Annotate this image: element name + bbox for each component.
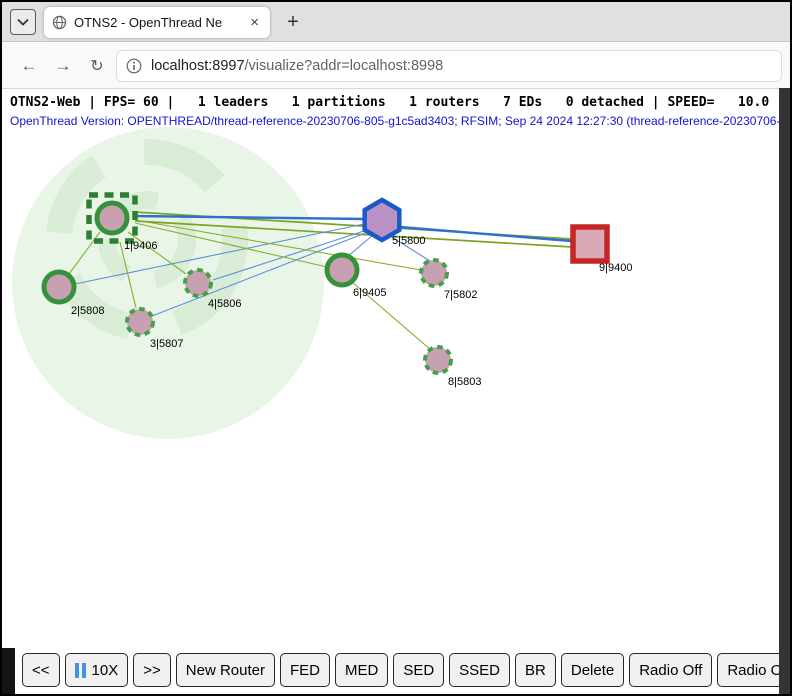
simulation-toolbar: << 10X >> New Router FED MED SED SSED BR… <box>22 653 790 687</box>
delete-button[interactable]: Delete <box>560 653 625 687</box>
edge <box>151 231 369 317</box>
forward-button[interactable]: → <box>54 56 72 75</box>
med-button[interactable]: MED <box>334 653 389 687</box>
node-label: 2|5808 <box>71 305 104 317</box>
node-body <box>41 269 77 305</box>
node-2-5808[interactable]: 2|5808 <box>41 269 104 317</box>
node-body <box>125 307 155 337</box>
button-label: 10X <box>91 661 119 679</box>
node-label: 5|5800 <box>392 235 425 247</box>
node-label: 6|9405 <box>353 287 386 299</box>
button-label: SSED <box>459 661 501 679</box>
node-body <box>419 258 449 288</box>
node-6-9405[interactable]: 6|9405 <box>324 252 386 299</box>
button-label: Radio Off <box>639 661 703 679</box>
br-button[interactable]: BR <box>515 653 556 687</box>
openthread-version-line: OpenThread Version: OPENTHREAD/thread-re… <box>10 114 790 128</box>
node-body <box>570 224 610 264</box>
browser-toolbar: ← → ↻ localhost:8997/visualize?addr=loca… <box>2 43 790 89</box>
openthread-watermark <box>46 139 248 341</box>
node-label: 9|9400 <box>599 262 632 274</box>
node-label: 7|5802 <box>444 289 477 301</box>
edges <box>68 211 573 351</box>
node-4-5806[interactable]: 4|5806 <box>183 268 241 310</box>
node-label: 4|5806 <box>208 298 241 310</box>
pause-icon <box>74 662 86 678</box>
new-router-button[interactable]: New Router <box>175 653 275 687</box>
node-9-9400[interactable]: 9|9400 <box>570 224 632 274</box>
chevron-down-icon <box>17 18 29 26</box>
edge <box>212 229 368 281</box>
button-label: SED <box>403 661 435 679</box>
url-text: localhost:8997/visualize?addr=localhost:… <box>151 58 443 74</box>
edge <box>127 231 187 275</box>
button-label: Radio On <box>727 661 790 679</box>
page-scrollbar[interactable] <box>779 88 790 694</box>
node-label: 1|9406 <box>124 240 157 252</box>
button-label: FED <box>289 661 320 679</box>
button-label: >> <box>143 661 161 679</box>
node-7-5802[interactable]: 7|5802 <box>419 258 477 301</box>
browser-tab[interactable]: OTNS2 - OpenThread Ne × <box>44 7 270 38</box>
node-1-9406[interactable]: 1|9406 <box>86 192 157 252</box>
tab-close-button[interactable]: × <box>250 14 259 31</box>
rewind-button[interactable]: << <box>22 653 60 687</box>
node-body <box>183 268 213 298</box>
node-label: 3|5807 <box>150 338 183 350</box>
fed-button[interactable]: FED <box>279 653 330 687</box>
tabs-dropdown-button[interactable] <box>10 9 36 35</box>
fast-forward-button[interactable]: >> <box>133 653 171 687</box>
button-label: MED <box>344 661 379 679</box>
url-path: /visualize?addr=localhost:8998 <box>244 58 444 74</box>
site-info-icon <box>126 58 142 74</box>
node-body <box>423 345 453 375</box>
back-button[interactable]: ← <box>20 56 38 75</box>
reload-button[interactable]: ↻ <box>90 58 104 75</box>
network-canvas: 1|9406 2|5808 3|5807 4|5806 5|5800 6|940… <box>12 127 632 439</box>
edge <box>351 281 432 351</box>
node-3-5807[interactable]: 3|5807 <box>125 307 183 350</box>
url-host: localhost:8997 <box>151 58 245 74</box>
speed-button[interactable]: 10X <box>64 653 129 687</box>
node-5-5800[interactable]: 5|5800 <box>362 197 426 247</box>
edge <box>134 219 422 271</box>
edge <box>346 234 374 258</box>
button-label: Delete <box>570 661 615 679</box>
radio-on-button[interactable]: Radio On <box>717 653 790 687</box>
edge <box>399 225 572 243</box>
node-label: 8|5803 <box>448 376 481 388</box>
edge <box>119 241 137 309</box>
tab-title: OTNS2 - OpenThread Ne <box>74 15 223 30</box>
edge <box>389 235 431 262</box>
button-label: << <box>32 661 50 679</box>
button-label: New Router <box>185 661 265 679</box>
window-corner <box>2 648 15 694</box>
button-label: BR <box>525 661 546 679</box>
simulator-status-line: OTNS2-Web | FPS= 60 | 1 leaders 1 partit… <box>10 95 770 110</box>
address-bar[interactable]: localhost:8997/visualize?addr=localhost:… <box>116 50 782 82</box>
node-body <box>324 252 360 288</box>
radio-off-button[interactable]: Radio Off <box>629 653 713 687</box>
tab-bar: OTNS2 - OpenThread Ne × + <box>2 2 790 42</box>
node-8-5803[interactable]: 8|5803 <box>423 345 481 388</box>
edge <box>74 223 365 285</box>
edge <box>133 214 365 221</box>
ssed-button[interactable]: SSED <box>449 653 511 687</box>
globe-icon <box>52 15 67 30</box>
node-body <box>94 200 130 236</box>
node-body <box>362 197 402 243</box>
edge <box>134 222 328 268</box>
page-content: OTNS2-Web | FPS= 60 | 1 leaders 1 partit… <box>2 90 790 694</box>
leader-outline <box>86 192 138 244</box>
sed-button[interactable]: SED <box>393 653 445 687</box>
new-tab-button[interactable]: + <box>287 10 299 33</box>
